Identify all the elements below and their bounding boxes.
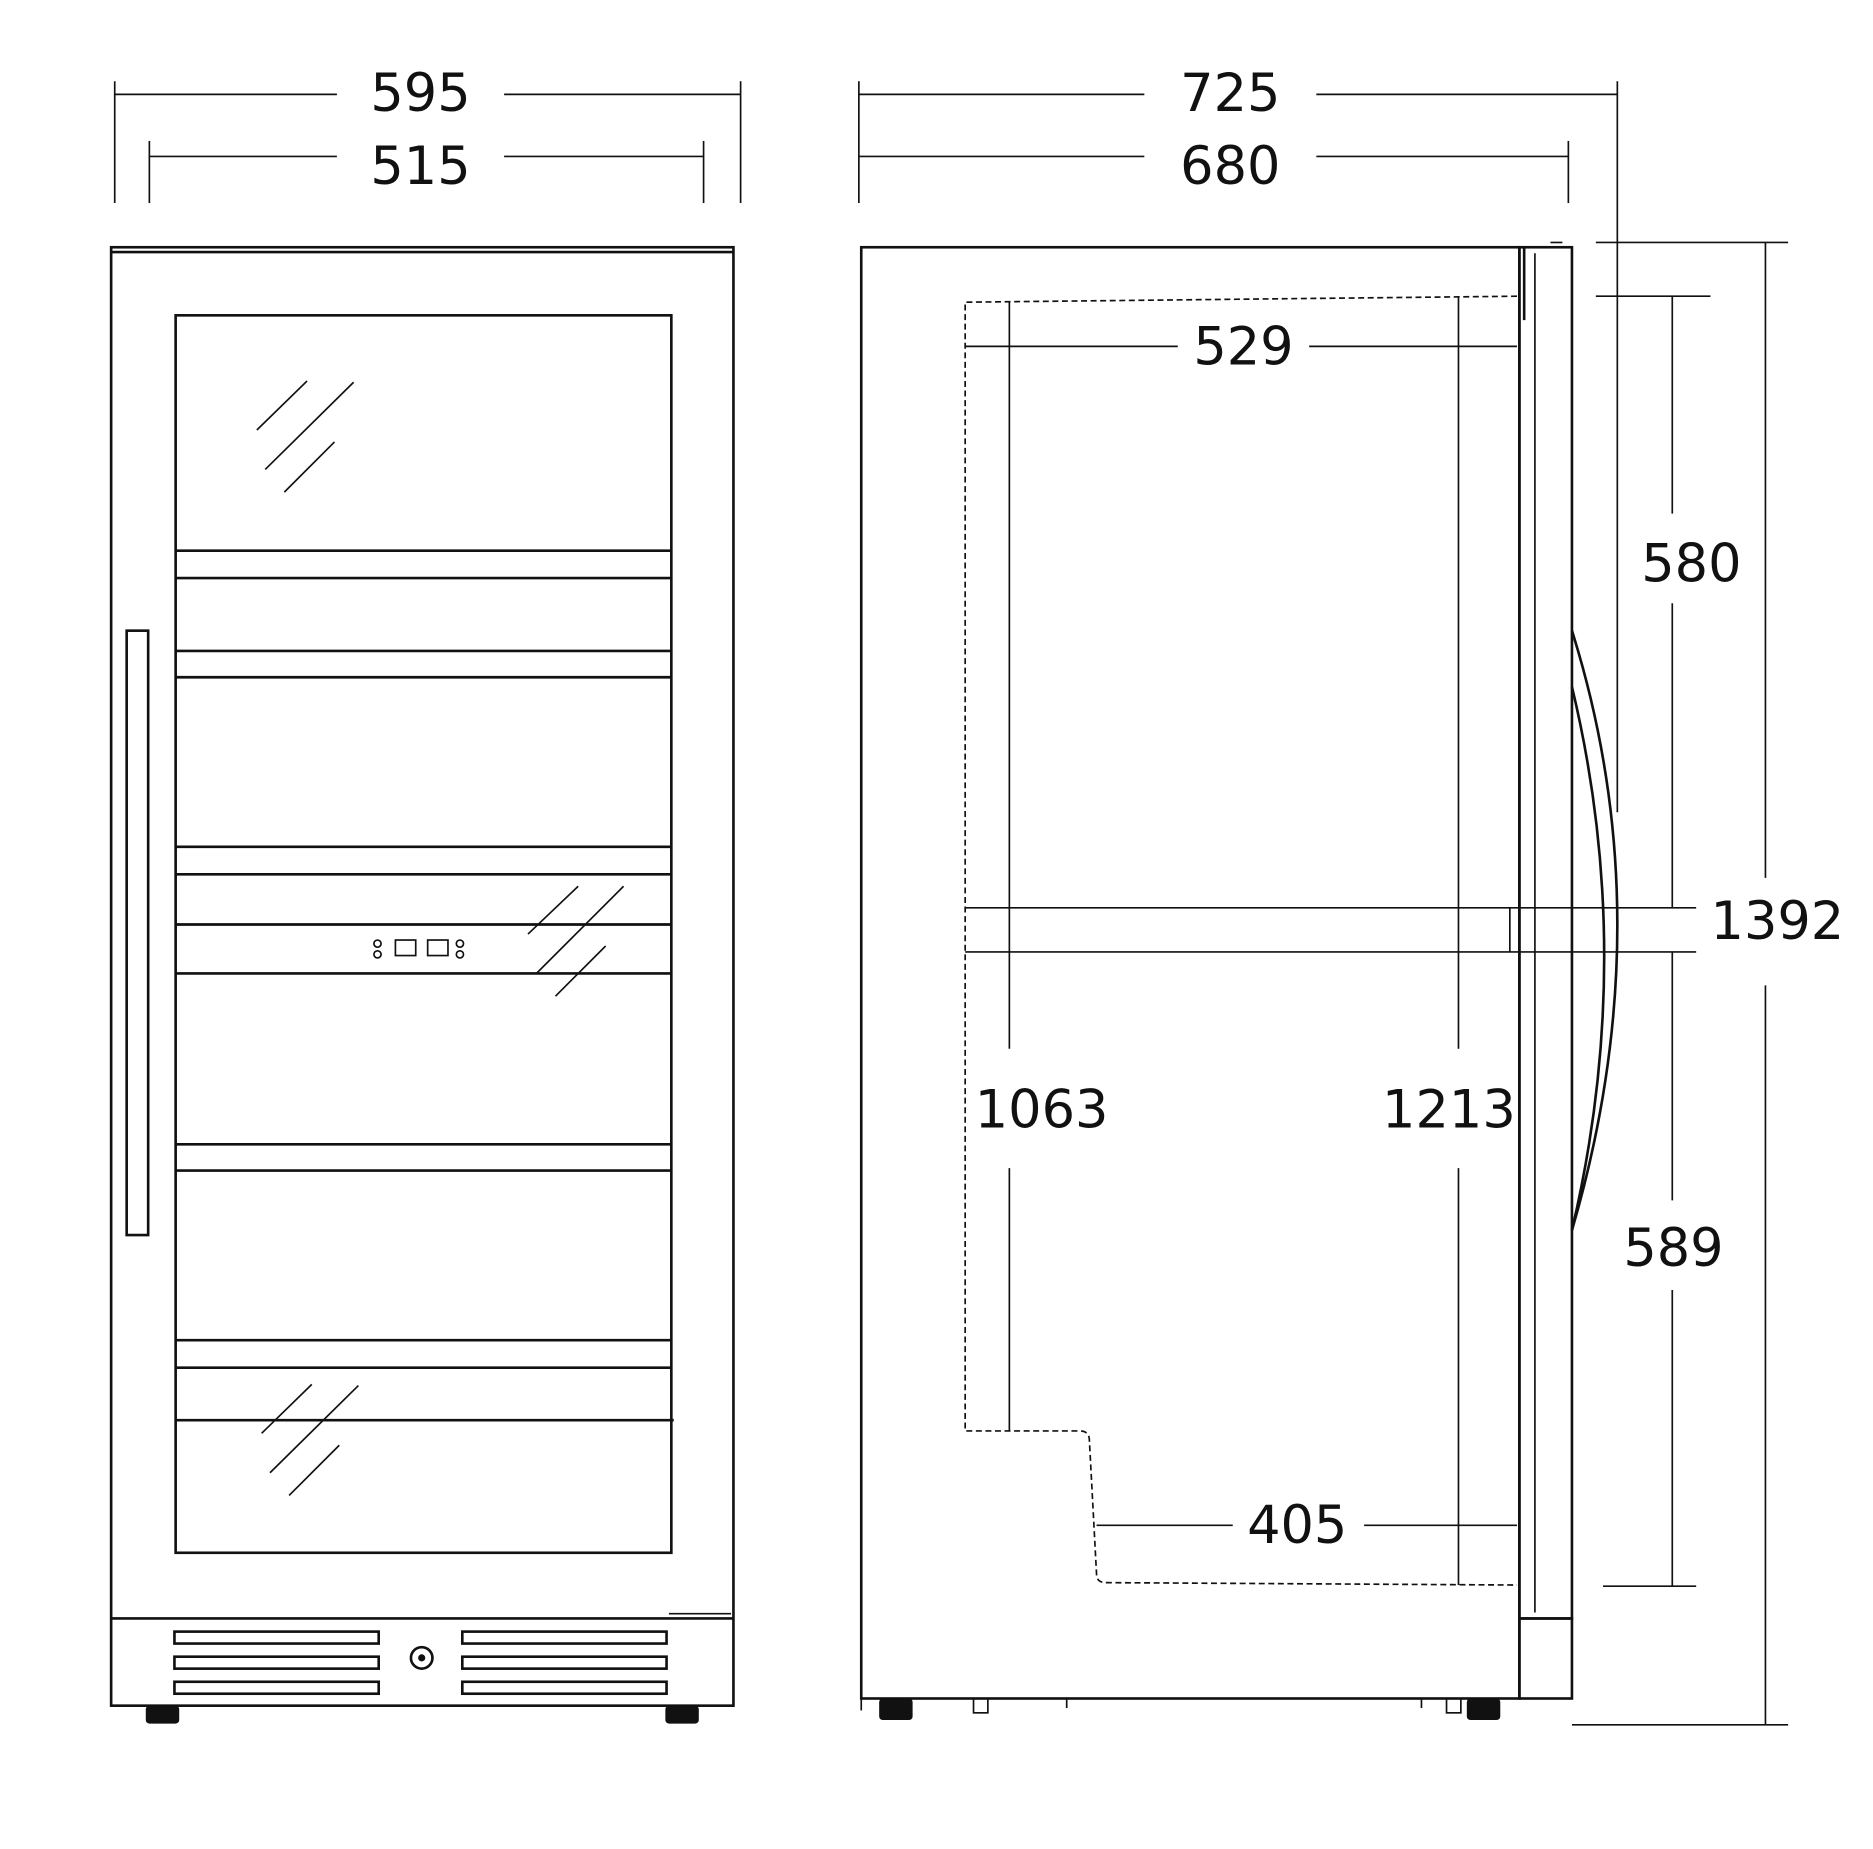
depth-529-dimension: 529 bbox=[965, 316, 1517, 377]
depth-405-dimension: 405 bbox=[1096, 1495, 1517, 1556]
dimension-label-529: 529 bbox=[1193, 316, 1293, 377]
shelf-section bbox=[965, 906, 1697, 953]
cabinet-side bbox=[859, 245, 1521, 1700]
dimension-label-405: 405 bbox=[1247, 1495, 1347, 1556]
dimension-label-589: 589 bbox=[1623, 1218, 1723, 1279]
glass-reflection-marks bbox=[256, 380, 625, 1497]
front-view: 595 515 bbox=[109, 63, 742, 1724]
dimension-label-515: 515 bbox=[370, 136, 470, 197]
door-handle-side bbox=[1570, 630, 1619, 1231]
depth-680-dimension: 680 bbox=[858, 136, 1570, 204]
glass-door bbox=[174, 314, 673, 1555]
foot-left bbox=[145, 1705, 180, 1724]
control-panel bbox=[373, 939, 465, 959]
height-580-dimension: 580 bbox=[1595, 295, 1742, 908]
feet-side bbox=[860, 1697, 1501, 1720]
height-1063-dimension: 1063 bbox=[975, 302, 1109, 1431]
ventilation-grille bbox=[173, 1630, 668, 1696]
depth-725-dimension: 725 bbox=[858, 63, 1619, 813]
height-1392-dimension: 1392 bbox=[1571, 241, 1845, 1726]
cabinet-outline bbox=[109, 245, 735, 1707]
width-515-dimension: 515 bbox=[148, 136, 705, 204]
dimension-label-1063: 1063 bbox=[975, 1080, 1109, 1141]
height-589-dimension: 589 bbox=[1603, 951, 1724, 1588]
shelves bbox=[175, 549, 674, 1422]
inner-compartment-outline bbox=[964, 295, 1518, 1586]
door-side bbox=[1518, 241, 1574, 1700]
width-595-dimension: 595 bbox=[113, 63, 742, 204]
dimension-label-580: 580 bbox=[1641, 534, 1741, 595]
dimension-label-680: 680 bbox=[1180, 136, 1280, 197]
dimension-label-595: 595 bbox=[370, 63, 470, 124]
dimension-label-1392: 1392 bbox=[1711, 891, 1845, 952]
side-view: 725 680 529 bbox=[858, 63, 1845, 1726]
dimension-label-725: 725 bbox=[1180, 63, 1280, 124]
height-1213-dimension: 1213 bbox=[1382, 296, 1516, 1586]
door-handle bbox=[125, 629, 150, 1237]
dimension-label-1213: 1213 bbox=[1382, 1080, 1516, 1141]
foot-right bbox=[665, 1705, 699, 1724]
lock-icon bbox=[409, 1645, 434, 1670]
